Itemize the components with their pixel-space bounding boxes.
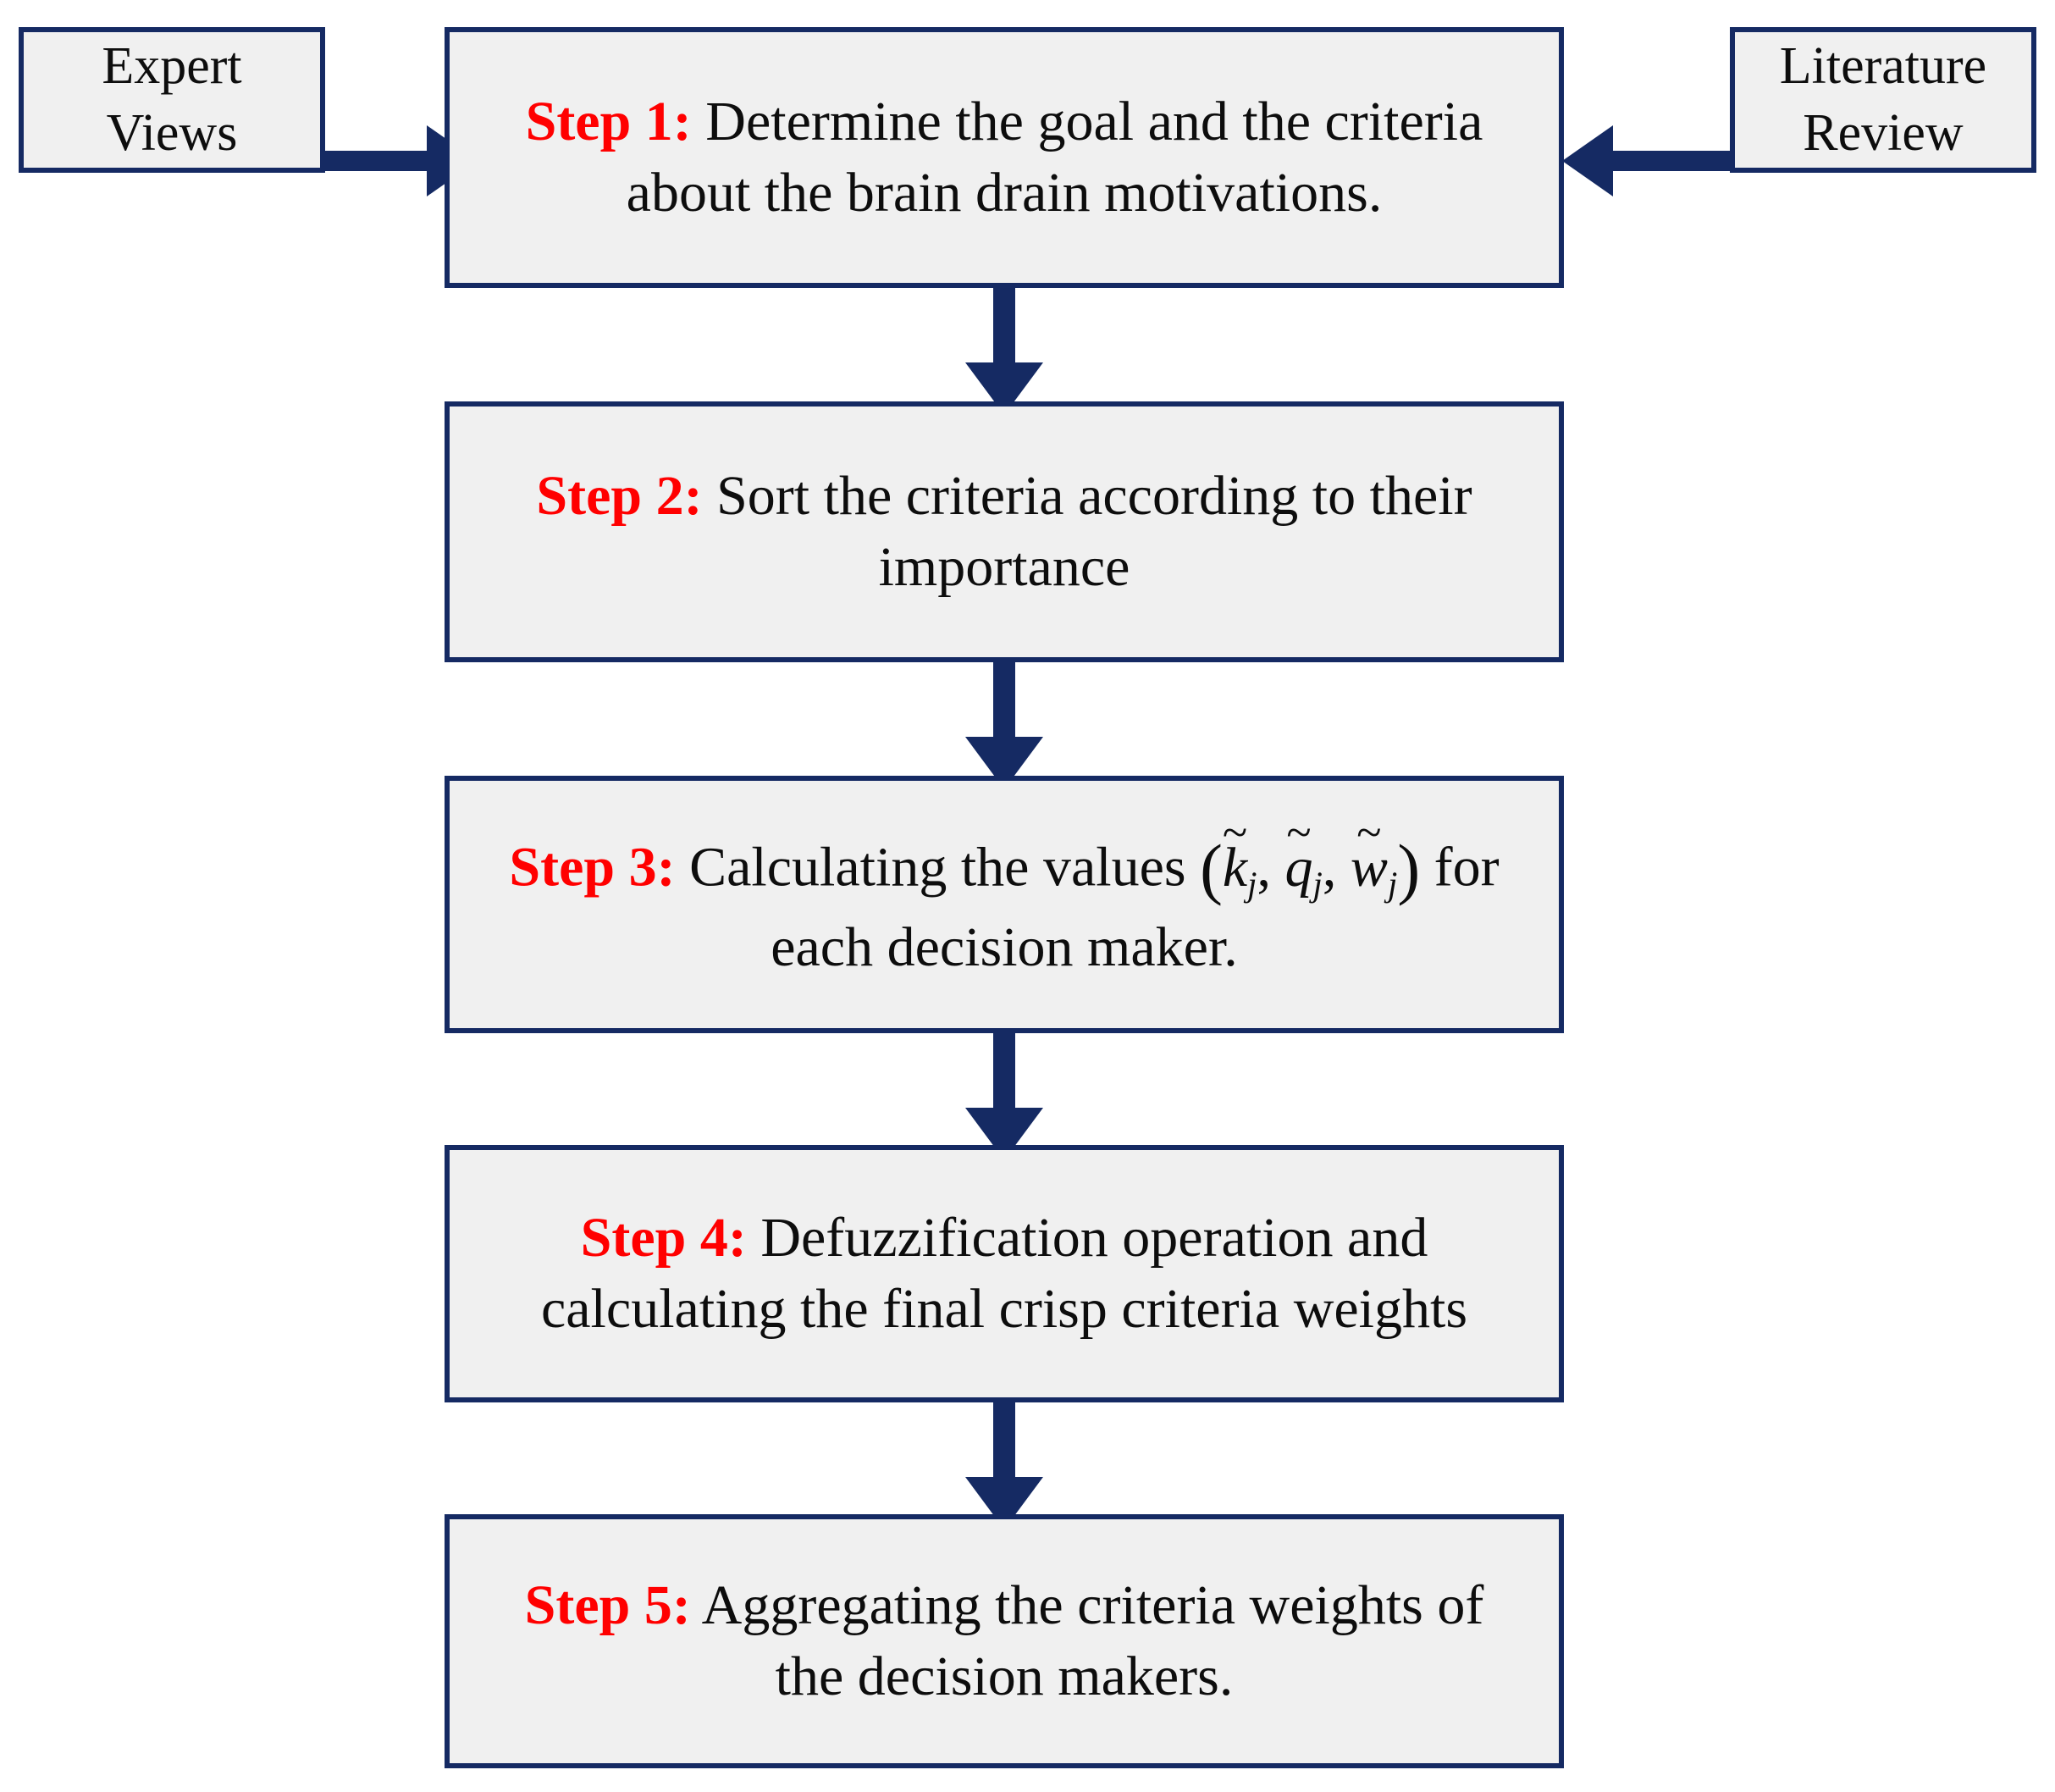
expert-views-line-1: Expert	[102, 36, 242, 95]
tilde-accent: ~	[1356, 806, 1382, 858]
tilde-accent: ~	[1286, 806, 1312, 858]
step-4-label: Step 4:	[580, 1206, 747, 1269]
step-5-label: Step 5:	[524, 1574, 691, 1636]
step-5-text: Aggregating the criteria weights of the …	[690, 1574, 1484, 1707]
arrow-shaft	[325, 151, 442, 171]
expert-views-line-2: Views	[106, 104, 238, 162]
step-3-text-before-math: Calculating the values	[675, 836, 1201, 899]
tilde-accent: ~	[1222, 806, 1248, 858]
step-5-content: Step 5: Aggregating the criteria weights…	[450, 1570, 1559, 1713]
step-2-text: Sort the criteria according to their imp…	[702, 464, 1472, 598]
step-4-content: Step 4: Defuzzification operation and ca…	[450, 1203, 1559, 1346]
step-box-2: Step 2: Sort the criteria according to t…	[445, 401, 1564, 662]
step-3-text-after-math: for each decision maker.	[771, 836, 1500, 979]
arrow-shaft	[1613, 151, 1730, 171]
math-var-w: ~w	[1350, 806, 1388, 899]
step-4-text: Defuzzification operation and calculatin…	[540, 1206, 1468, 1340]
literature-review-text: Literature Review	[1735, 33, 2031, 168]
step-1-content: Step 1: Determine the goal and the crite…	[450, 86, 1559, 230]
input-box-literature-review: Literature Review	[1730, 27, 2036, 173]
step-box-1: Step 1: Determine the goal and the crite…	[445, 27, 1564, 288]
arrow-shaft	[993, 288, 1015, 362]
arrow-shaft	[993, 662, 1015, 737]
step-3-content: Step 3: Calculating the values (~kj, ~qj…	[450, 806, 1559, 984]
step-box-5: Step 5: Aggregating the criteria weights…	[445, 1514, 1564, 1768]
input-box-expert-views: Expert Views	[19, 27, 325, 173]
step-1-text: Determine the goal and the criteria abou…	[626, 90, 1483, 224]
expert-views-text: Expert Views	[24, 33, 320, 168]
step-box-3: Step 3: Calculating the values (~kj, ~qj…	[445, 776, 1564, 1033]
step-3-math-expression: (~kj, ~qj, ~wj)	[1200, 806, 1421, 907]
step-2-content: Step 2: Sort the criteria according to t…	[450, 461, 1559, 604]
step-1-label: Step 1:	[525, 90, 692, 152]
math-var-q: ~q	[1284, 806, 1313, 899]
literature-review-line-1: Literature	[1779, 36, 1987, 95]
arrow-shaft	[993, 1033, 1015, 1108]
literature-review-line-2: Review	[1803, 104, 1964, 162]
arrow-shaft	[993, 1402, 1015, 1477]
step-2-label: Step 2:	[536, 464, 703, 527]
step-box-4: Step 4: Defuzzification operation and ca…	[445, 1145, 1564, 1402]
math-var-k: ~k	[1222, 806, 1248, 899]
arrow-head	[1562, 125, 1613, 196]
step-3-label: Step 3:	[509, 836, 676, 899]
